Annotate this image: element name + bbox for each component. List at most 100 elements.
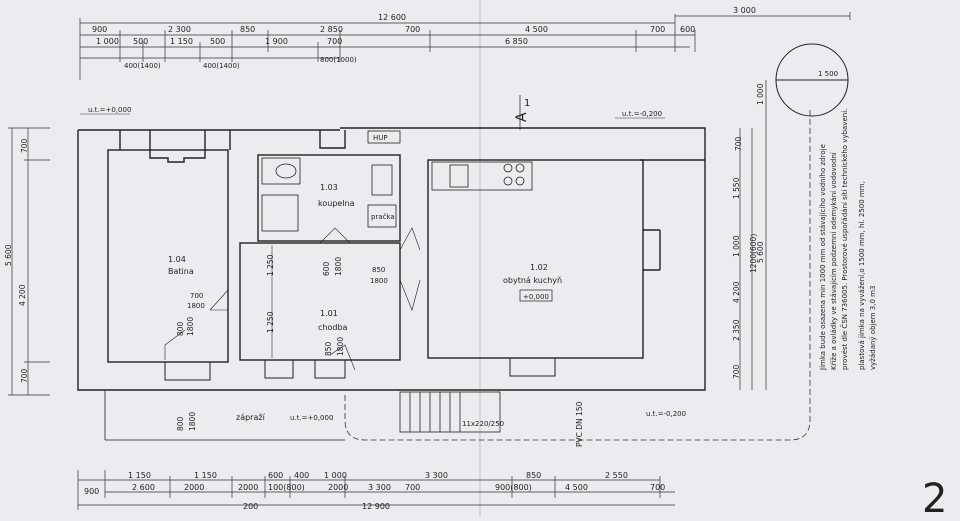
room-number: 1.01 — [320, 309, 338, 318]
porch-name: zápraží — [236, 413, 266, 422]
room-name: Batina — [168, 267, 194, 276]
well — [775, 43, 849, 117]
right-dimension-lines — [739, 80, 767, 390]
dim-right-overall: 5 600 — [756, 241, 765, 263]
dim-label: 700 — [327, 37, 342, 46]
dim-label: 500 — [210, 37, 225, 46]
washing-machine-label: pračka — [371, 213, 395, 221]
section-letter: A — [514, 112, 530, 122]
dim-label: 700 — [650, 25, 665, 34]
windows — [164, 357, 556, 381]
door-label: 800 — [176, 321, 185, 336]
room-name: koupelna — [318, 199, 355, 208]
door-label: 850 — [372, 266, 385, 274]
door-label: 1800 — [370, 277, 388, 285]
kitchen-counter — [431, 161, 533, 191]
dim-label: 400 — [294, 471, 309, 480]
dim-label: 1 000 — [324, 471, 347, 480]
dim-label: 4 200 — [18, 284, 27, 306]
dim-label: 2000 — [328, 483, 348, 492]
bottom-dimension-lines — [77, 470, 675, 510]
left-dimension-lines — [8, 127, 50, 396]
sink-icon — [371, 164, 393, 196]
dim-label: 700 — [650, 483, 665, 492]
dim-row-top-3: 400(1400) 400(1400) 800(1000) — [124, 56, 357, 70]
corridor-dim: 1 250 — [266, 311, 275, 333]
dim-label: 1 000 — [732, 235, 741, 257]
level-porch: u.t.=+0,000 — [290, 414, 333, 422]
dim-row-top-2: 1 000 500 1 150 500 1 900 700 6 850 — [96, 37, 528, 46]
top-dimension-lines — [79, 12, 851, 80]
dim-label: 2 600 — [132, 483, 155, 492]
room-1-02: 1.02 obytná kuchyň +0,000 — [503, 263, 562, 302]
room-1-04: 1.04 Batina — [168, 255, 194, 276]
dim-label: 2 850 — [320, 25, 343, 34]
dim-label: 900 — [92, 25, 107, 34]
porch — [104, 390, 501, 441]
room-1-01: 1.01 chodba — [318, 309, 348, 332]
well-note: Jímka bude osazena min 1000 mm od stávaj… — [819, 109, 877, 371]
door-label: 850 — [324, 341, 333, 356]
dim-label: 4 500 — [525, 25, 548, 34]
room-number: 1.02 — [530, 263, 548, 272]
dim-label: 1 900 — [265, 37, 288, 46]
corridor-dim: 1 250 — [266, 254, 275, 276]
dim-row-bottom-3: 200 12 900 — [243, 502, 390, 511]
room-number: 1.03 — [320, 183, 338, 192]
dim-label: 2000 — [184, 483, 204, 492]
door-label: 700 — [190, 292, 203, 300]
room-1-03: 1.03 koupelna — [318, 183, 355, 208]
hup-label: HUP — [373, 134, 388, 142]
page-mark: 2 — [922, 476, 947, 517]
section-marker: A 1 — [514, 95, 530, 130]
sewer-pipe — [344, 110, 811, 441]
door-label: 1800 — [187, 302, 205, 310]
dim-label: 700 — [20, 138, 29, 153]
note-line: provést dle ČSN 736005. Prostorové uspoř… — [840, 109, 849, 370]
dim-label: 2 300 — [168, 25, 191, 34]
dim-label: 800(1000) — [320, 56, 357, 64]
room-number: 1.04 — [168, 255, 186, 264]
bathroom-fixtures — [261, 157, 397, 232]
dim-label: 3 300 — [425, 471, 448, 480]
dim-label: 900(800) — [495, 483, 532, 492]
door-label: 600 — [322, 261, 331, 276]
dim-row-top-1: 900 2 300 850 2 850 700 4 500 700 600 — [92, 25, 695, 34]
door-label: 1800 — [334, 257, 343, 276]
shower-tray-icon — [261, 194, 299, 232]
dim-label: 1200(600) — [749, 234, 758, 273]
section-number: 1 — [524, 98, 530, 109]
door-label: 1800 — [188, 412, 197, 431]
dim-label: 850 — [240, 25, 255, 34]
dim-label: 700 — [20, 368, 29, 383]
dim-label: 1 150 — [128, 471, 151, 480]
dim-label: 600 — [680, 25, 695, 34]
dim-label: 600 — [268, 471, 283, 480]
hup-box — [367, 130, 401, 144]
dim-label: 700 — [734, 136, 743, 151]
dim-right-top: 1 000 — [756, 83, 765, 105]
note-line: vyžádaný objem 3,0 m3 — [869, 286, 877, 370]
note-line: Kříže a ovládky ve stávajícím podzemní o… — [830, 151, 838, 370]
dim-label: 500 — [133, 37, 148, 46]
dim-label: 100(800) — [268, 483, 305, 492]
dim-label: 400(1400) — [203, 62, 240, 70]
dim-label: 200 — [243, 502, 258, 511]
dim-label: 2 350 — [732, 319, 741, 341]
dim-label: 900 — [84, 487, 99, 496]
door-swings — [164, 227, 421, 371]
dim-label: 1 000 — [96, 37, 119, 46]
dim-label: 2 550 — [605, 471, 628, 480]
dim-label: 2000 — [238, 483, 258, 492]
room-name: obytná kuchyň — [503, 275, 562, 285]
well-diameter: 1 500 — [818, 70, 838, 78]
level-bottom-right: u.t.=-0,200 — [646, 410, 686, 418]
dim-label: 1 550 — [732, 177, 741, 199]
dim-left-overall: 5 600 — [4, 244, 13, 266]
dim-label: 1 150 — [194, 471, 217, 480]
dim-label: 700 — [405, 25, 420, 34]
door-label: 1800 — [336, 337, 345, 356]
door-label: 800 — [176, 416, 185, 431]
